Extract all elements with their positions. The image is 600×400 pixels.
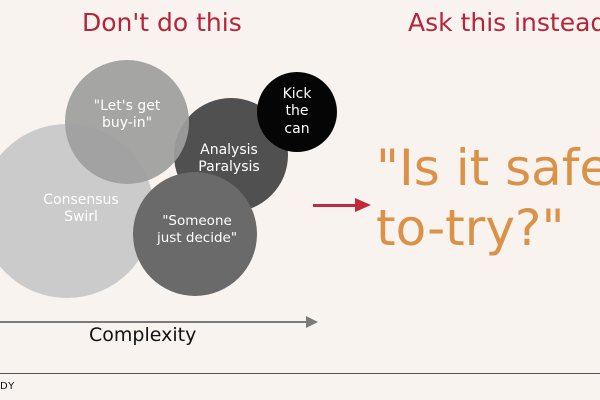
ask-this-instead-heading: Ask this instead xyxy=(408,8,600,37)
analysis-paralysis-label: Analysis Paralysis xyxy=(198,141,260,176)
footer-text: DY xyxy=(0,381,16,392)
footer-divider xyxy=(0,373,600,374)
safe-to-try-question: "Is it safe- to-try?" xyxy=(376,139,600,257)
kick-the-can-label: Kick the can xyxy=(282,85,312,137)
red-arrow-shaft xyxy=(313,204,357,207)
someone-just-decide-bubble: "Someone just decide" xyxy=(133,172,257,296)
consensus-swirl-label: Consensus Swirl xyxy=(43,191,119,226)
kick-the-can-bubble: Kick the can xyxy=(257,72,337,152)
complexity-axis-arrowhead-icon xyxy=(306,316,318,328)
someone-just-decide-label: "Someone just decide" xyxy=(156,213,238,246)
complexity-axis-label: Complexity xyxy=(89,324,197,346)
complexity-axis-line xyxy=(0,321,308,323)
dont-do-this-heading: Don't do this xyxy=(82,8,242,37)
lets-get-buy-in-bubble: "Let's get buy-in" xyxy=(65,60,189,184)
red-arrow-icon xyxy=(355,198,371,212)
lets-get-buy-in-label: "Let's get buy-in" xyxy=(93,97,161,132)
